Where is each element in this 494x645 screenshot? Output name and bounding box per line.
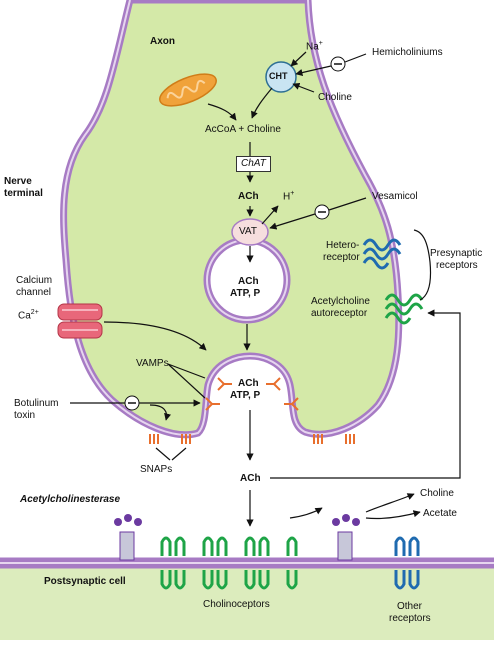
heteroreceptor-label-2: receptor	[323, 252, 360, 263]
inhibit-botulinum	[124, 395, 140, 411]
arrow-vesamicol	[328, 197, 367, 211]
presynaptic-label-1: Presynaptic	[430, 248, 483, 259]
other-receptors	[394, 536, 420, 590]
cht-label: CHT	[269, 71, 288, 81]
snaps-pointer-1	[155, 447, 171, 461]
ach-cleft-label: ACh	[240, 473, 261, 484]
other-receptors-label-2: receptors	[389, 613, 431, 624]
hemicholiniums-label: Hemicholiniums	[372, 47, 443, 58]
acetylcholinesterase-label: Acetylcholinesterase	[20, 494, 121, 505]
snaps-label: SNAPs	[140, 464, 173, 475]
vat-label: VAT	[239, 226, 257, 237]
arrow-acetate	[365, 510, 421, 520]
na-label: Na+	[306, 40, 323, 53]
arrow-choline-out	[365, 493, 415, 513]
arrow-mito-to-pool	[207, 103, 237, 121]
fused-ach-label: ACh	[238, 378, 259, 389]
heteroreceptor	[362, 238, 402, 270]
cht-transporter	[265, 61, 297, 93]
nerve-terminal-label-2: terminal	[4, 188, 43, 199]
autoreceptor-label-2: autoreceptor	[311, 308, 368, 319]
arrow-hemicholiniums-to-cht	[295, 65, 332, 77]
vesicle-atp-label: ATP, P	[230, 288, 261, 299]
vamps-label: VAMPs	[136, 358, 169, 369]
snaps-pointer-2	[171, 447, 187, 461]
snaps	[149, 434, 355, 444]
fused-atp-label: ATP, P	[230, 390, 261, 401]
calcium-channel	[57, 303, 103, 339]
ca-label: Ca2+	[18, 309, 39, 322]
choline-out-label: Choline	[420, 488, 454, 499]
arrow-h-out	[261, 205, 279, 225]
botulinum-label-2: toxin	[14, 410, 36, 421]
presynaptic-bracket	[413, 229, 432, 301]
cholinoceptors-label: Cholinoceptors	[203, 599, 270, 610]
vamps-pointer-1	[167, 363, 206, 379]
postsynaptic-cell-label: Postsynaptic cell	[44, 576, 126, 587]
choline-in-label: Choline	[318, 92, 352, 103]
vesamicol-label: Vesamicol	[372, 191, 418, 202]
inhibit-vesamicol	[314, 204, 330, 220]
arrow-choline-in	[292, 82, 315, 93]
acetylcholine-autoreceptor	[384, 293, 424, 325]
arrow-calcium	[103, 321, 207, 351]
h-label: H+	[283, 190, 295, 203]
cholinoceptors	[160, 536, 298, 590]
accoa-choline-label: AcCoA + Choline	[205, 124, 281, 135]
calcium-channel-label-2: channel	[16, 287, 52, 298]
vamps-pointer-2	[167, 363, 206, 399]
chat-label: ChAT	[236, 156, 271, 172]
presynaptic-label-2: receptors	[436, 260, 478, 271]
ach-top-label: ACh	[238, 191, 259, 202]
arrow-botulinum-to-snaps	[149, 404, 172, 421]
arrow-na	[290, 51, 307, 67]
nerve-terminal-label-1: Nerve	[4, 176, 32, 187]
mitochondrion	[159, 73, 217, 107]
arrow-cht-to-pool	[251, 87, 273, 119]
autoreceptor-label-1: Acetylcholine	[311, 296, 370, 307]
vesicle-ach-label: ACh	[238, 276, 259, 287]
arrow-hemicholiniums	[344, 53, 367, 63]
arrow-to-autoreceptor	[270, 309, 461, 479]
vat-transporter	[231, 218, 269, 246]
glycoprotein	[114, 514, 360, 561]
other-receptors-label-1: Other	[397, 601, 423, 612]
inhibit-hemicholiniums	[330, 56, 346, 72]
axon-label: Axon	[150, 36, 175, 47]
heteroreceptor-label-1: Hetero-	[326, 240, 360, 251]
arrow-vesamicol-to-vat	[269, 213, 316, 230]
vamps	[205, 377, 299, 411]
arrow-to-esterase	[289, 507, 323, 519]
calcium-channel-label-1: Calcium	[16, 275, 53, 286]
botulinum-label-1: Botulinum	[14, 398, 59, 409]
acetate-label: Acetate	[423, 508, 457, 519]
fused-vesicle	[213, 370, 285, 440]
